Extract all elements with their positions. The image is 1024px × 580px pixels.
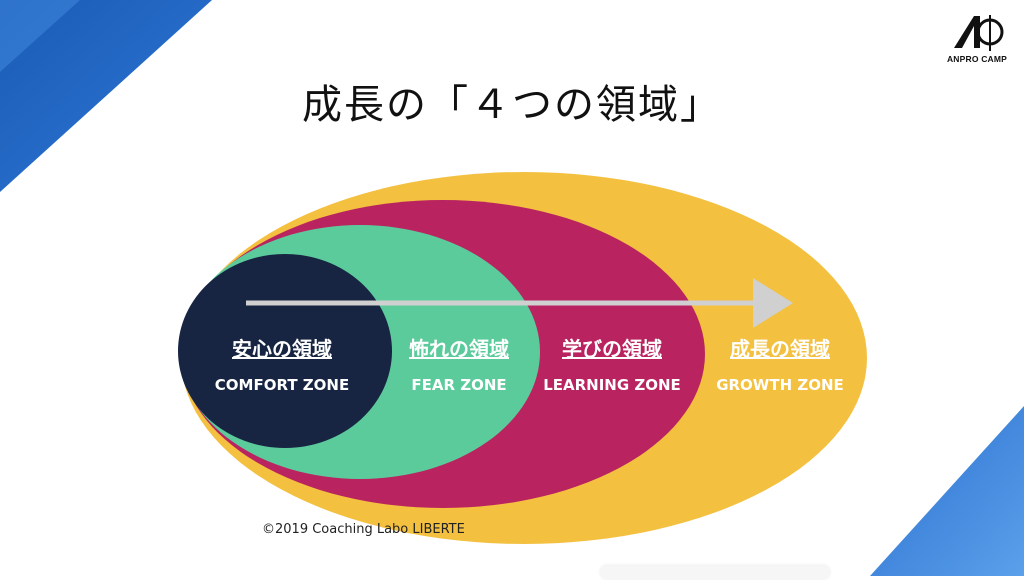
logo-text: ANPRO CAMP [946,54,1008,64]
anpro-camp-logo: ANPRO CAMP [940,14,1014,64]
bottom-overlay-bar [600,566,830,580]
zone-comfort-jp: 安心の領域 [232,337,332,361]
zone-comfort-en: COMFORT ZONE [215,376,349,394]
corner-decoration-top-left [0,0,212,192]
zone-fear-en: FEAR ZONE [411,376,506,394]
zone-learning-en: LEARNING ZONE [543,376,681,394]
zone-growth-jp: 成長の領域 [730,337,830,361]
copyright-credit: ©2019 Coaching Labo LIBERTE [262,522,465,537]
page-title: 成長の「４つの領域」 [302,82,722,128]
zone-fear-jp: 怖れの領域 [409,337,509,361]
zone-growth-en: GROWTH ZONE [716,376,844,394]
zone-learning-jp: 学びの領域 [562,337,662,361]
corner-decoration-bottom-right [870,406,1024,576]
logo-mark-icon [954,15,1004,51]
